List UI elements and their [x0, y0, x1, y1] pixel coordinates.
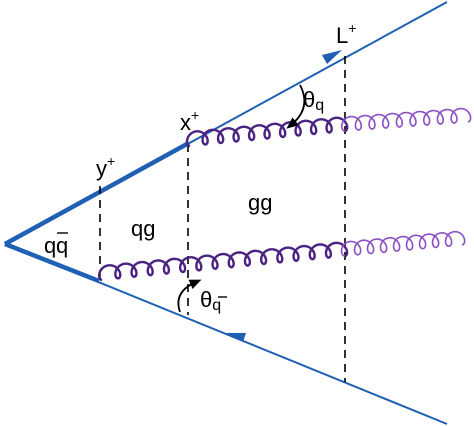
lower-gluon-dark [97, 241, 349, 282]
theta-q-arc [286, 84, 306, 129]
region-qg-label: qg [131, 216, 155, 241]
region-qqbar-q: q [44, 233, 56, 258]
theta-qbar-arc [177, 279, 202, 313]
region-gg-label: gg [248, 190, 272, 215]
upper-gluon-dark [185, 116, 349, 148]
lower-quark-thick-segment [4, 241, 100, 284]
y-plus-label: y+ [96, 153, 115, 181]
region-qqbar-qbar: q [56, 233, 68, 258]
upper-quark-arrow [322, 50, 342, 64]
theta-qbar-label: θq [200, 287, 221, 314]
theta-q-label: θq [303, 87, 324, 114]
lower-gluon-light [340, 230, 466, 257]
L-plus-label: L+ [336, 20, 356, 48]
upper-quark-thick-segment [3, 142, 189, 246]
lower-quark-arrow [226, 333, 246, 342]
x-plus-label: x+ [180, 107, 199, 135]
gluons [97, 107, 472, 282]
upper-gluon-light [340, 107, 472, 132]
